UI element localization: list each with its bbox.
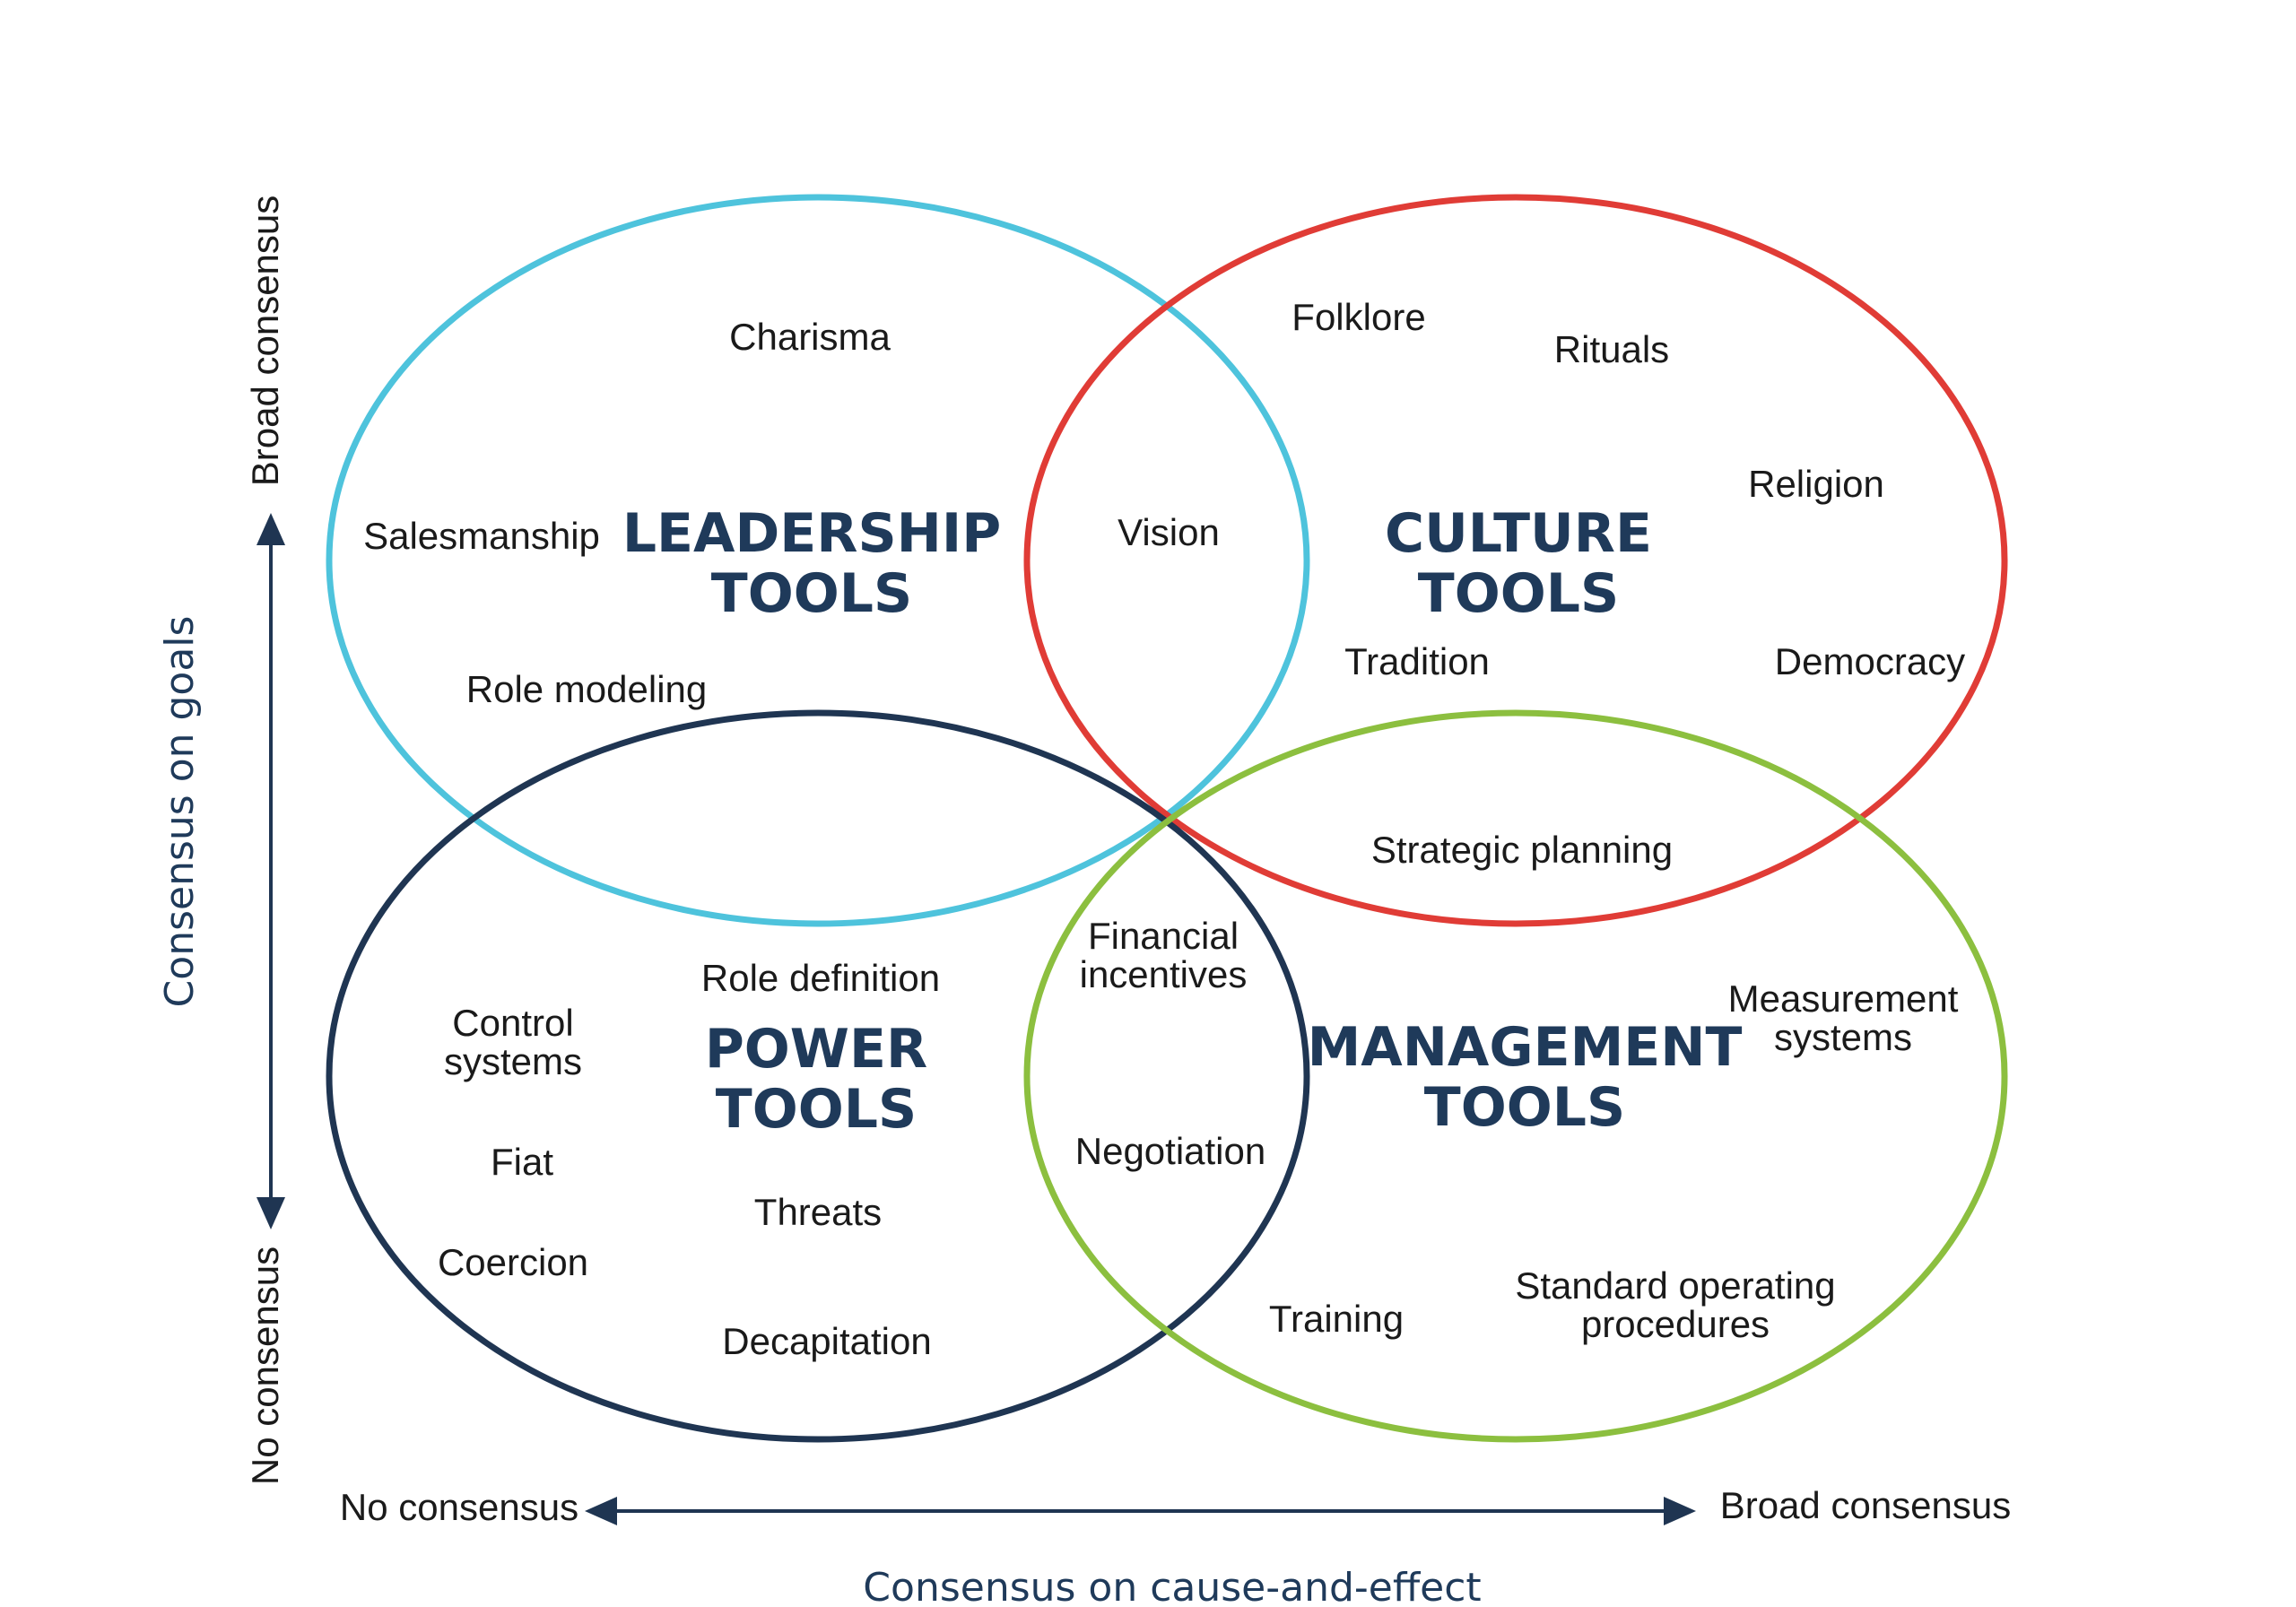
culture-tools-title-line1: CULTURE (1385, 502, 1652, 565)
culture-tools-circle (1023, 194, 2008, 927)
leadership-item-salesmanship: Salesmanship (363, 515, 600, 557)
overlap-item-financial-line2: incentives (1080, 953, 1248, 995)
horizontal-axis-left-label: No consensus (340, 1486, 578, 1528)
management-tools-title-line1: MANAGEMENT (1308, 1016, 1743, 1079)
culture-item-rituals: Rituals (1554, 328, 1669, 370)
overlap-item-strategic-planning: Strategic planning (1371, 829, 1673, 871)
power-item-control-line2: systems (444, 1040, 582, 1082)
power-tools-title-line1: POWER (705, 1018, 927, 1081)
power-tools-title-line2: TOOLS (716, 1078, 917, 1141)
culture-item-tradition: Tradition (1344, 640, 1490, 682)
management-item-sop-line1: Standard operating (1515, 1264, 1835, 1307)
culture-item-folklore: Folklore (1292, 296, 1425, 338)
vertical-axis-title: Consensus on goals (157, 616, 203, 1008)
management-item-training: Training (1269, 1298, 1404, 1340)
culture-tools-title-line2: TOOLS (1418, 562, 1619, 625)
leadership-tools-title-line1: LEADERSHIP (622, 502, 1001, 565)
power-item-decapitation: Decapitation (722, 1320, 931, 1362)
leadership-item-role-modeling: Role modeling (466, 668, 708, 710)
culture-item-democracy: Democracy (1775, 640, 1965, 682)
leadership-item-charisma: Charisma (729, 316, 891, 358)
management-item-sop-line2: procedures (1581, 1303, 1770, 1345)
horizontal-axis-right-label: Broad consensus (1720, 1484, 2012, 1526)
power-item-fiat: Fiat (491, 1141, 553, 1183)
vertical-axis-top-label: Broad consensus (244, 195, 286, 487)
leadership-tools-circle (326, 194, 1310, 927)
culture-item-religion: Religion (1748, 463, 1884, 505)
power-item-threats: Threats (754, 1191, 882, 1233)
horizontal-axis-title: Consensus on cause-and-effect (863, 1565, 1481, 1607)
leadership-tools-title-line2: TOOLS (711, 562, 912, 625)
management-item-measurement-line2: systems (1774, 1016, 1912, 1058)
power-tools-circle (326, 709, 1310, 1443)
power-item-role-definition: Role definition (701, 957, 940, 999)
overlap-item-negotiation: Negotiation (1075, 1130, 1265, 1172)
management-tools-title-line2: TOOLS (1424, 1076, 1625, 1139)
management-item-measurement-line1: Measurement (1728, 977, 1959, 1020)
management-tools-circle (1023, 709, 2008, 1443)
overlap-item-financial-line1: Financial (1088, 915, 1239, 957)
vertical-axis-bottom-label: No consensus (244, 1247, 286, 1485)
power-item-coercion: Coercion (438, 1241, 588, 1283)
overlap-item-vision: Vision (1118, 511, 1220, 553)
power-item-control-line1: Control (452, 1002, 573, 1044)
